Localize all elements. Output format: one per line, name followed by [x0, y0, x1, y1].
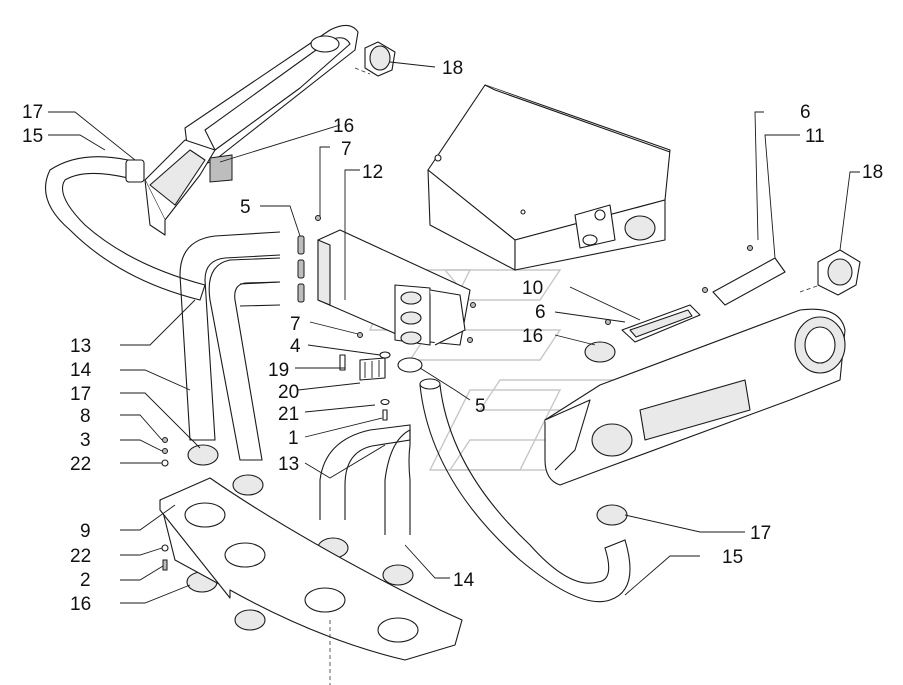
callout-3: 3 [80, 430, 91, 451]
callout-5-left: 5 [240, 197, 251, 218]
callout-7-mid: 7 [290, 314, 301, 335]
callout-5-right: 5 [475, 396, 486, 417]
callout-1: 1 [288, 428, 299, 449]
callout-17-right: 17 [750, 523, 771, 544]
callout-22-top: 22 [70, 454, 91, 475]
callout-16-mid: 16 [522, 326, 543, 347]
callout-13-center: 13 [278, 454, 299, 475]
heater-box [427, 84, 671, 271]
callout-6-mid: 6 [535, 302, 546, 323]
callout-10: 10 [522, 278, 543, 299]
callout-19: 19 [268, 360, 289, 381]
callout-18-top: 18 [442, 58, 463, 79]
blower-18-top [354, 41, 396, 77]
callout-8: 8 [80, 406, 91, 427]
callout-7-top: 7 [341, 139, 352, 160]
callout-13-left: 13 [70, 336, 91, 357]
callout-18-right: 18 [862, 162, 883, 183]
heat-exchanger-12 [317, 229, 471, 346]
callout-9: 9 [80, 521, 91, 542]
leader-lines [48, 61, 860, 604]
small-fittings [339, 351, 423, 421]
hoses-13-14-center [319, 424, 411, 535]
callout-15-right: 15 [722, 547, 743, 568]
callout-20: 20 [278, 382, 299, 403]
callout-14-bottom: 14 [453, 570, 475, 591]
clamps-5 [297, 215, 476, 343]
plate-11 [605, 245, 786, 325]
callout-21: 21 [278, 404, 299, 425]
callout-6-top: 6 [800, 102, 811, 123]
base-panel-9 [159, 477, 463, 685]
callout-15-left: 15 [22, 126, 43, 147]
blower-18-right [799, 249, 861, 296]
callout-22-bottom: 22 [70, 546, 91, 567]
callout-17-left-mid: 17 [70, 384, 91, 405]
upper-left-duct [144, 24, 359, 236]
callout-12: 12 [362, 162, 383, 183]
callout-14-left: 14 [70, 360, 92, 381]
hose-15-right [419, 378, 631, 603]
callout-11: 11 [805, 126, 825, 147]
hose-15-left [45, 154, 233, 301]
callout-17-left: 17 [22, 102, 43, 123]
callout-16-top: 16 [333, 116, 354, 137]
callout-16-bottom: 16 [70, 594, 91, 615]
callout-labels: 18 17 15 16 7 12 5 6 11 18 10 6 16 7 4 1… [22, 58, 883, 615]
callout-2: 2 [80, 570, 91, 591]
vent-10 [621, 304, 701, 343]
dashboard-duct-right [544, 308, 846, 486]
hoses-13-14-left [179, 231, 281, 461]
callout-4: 4 [290, 336, 301, 357]
